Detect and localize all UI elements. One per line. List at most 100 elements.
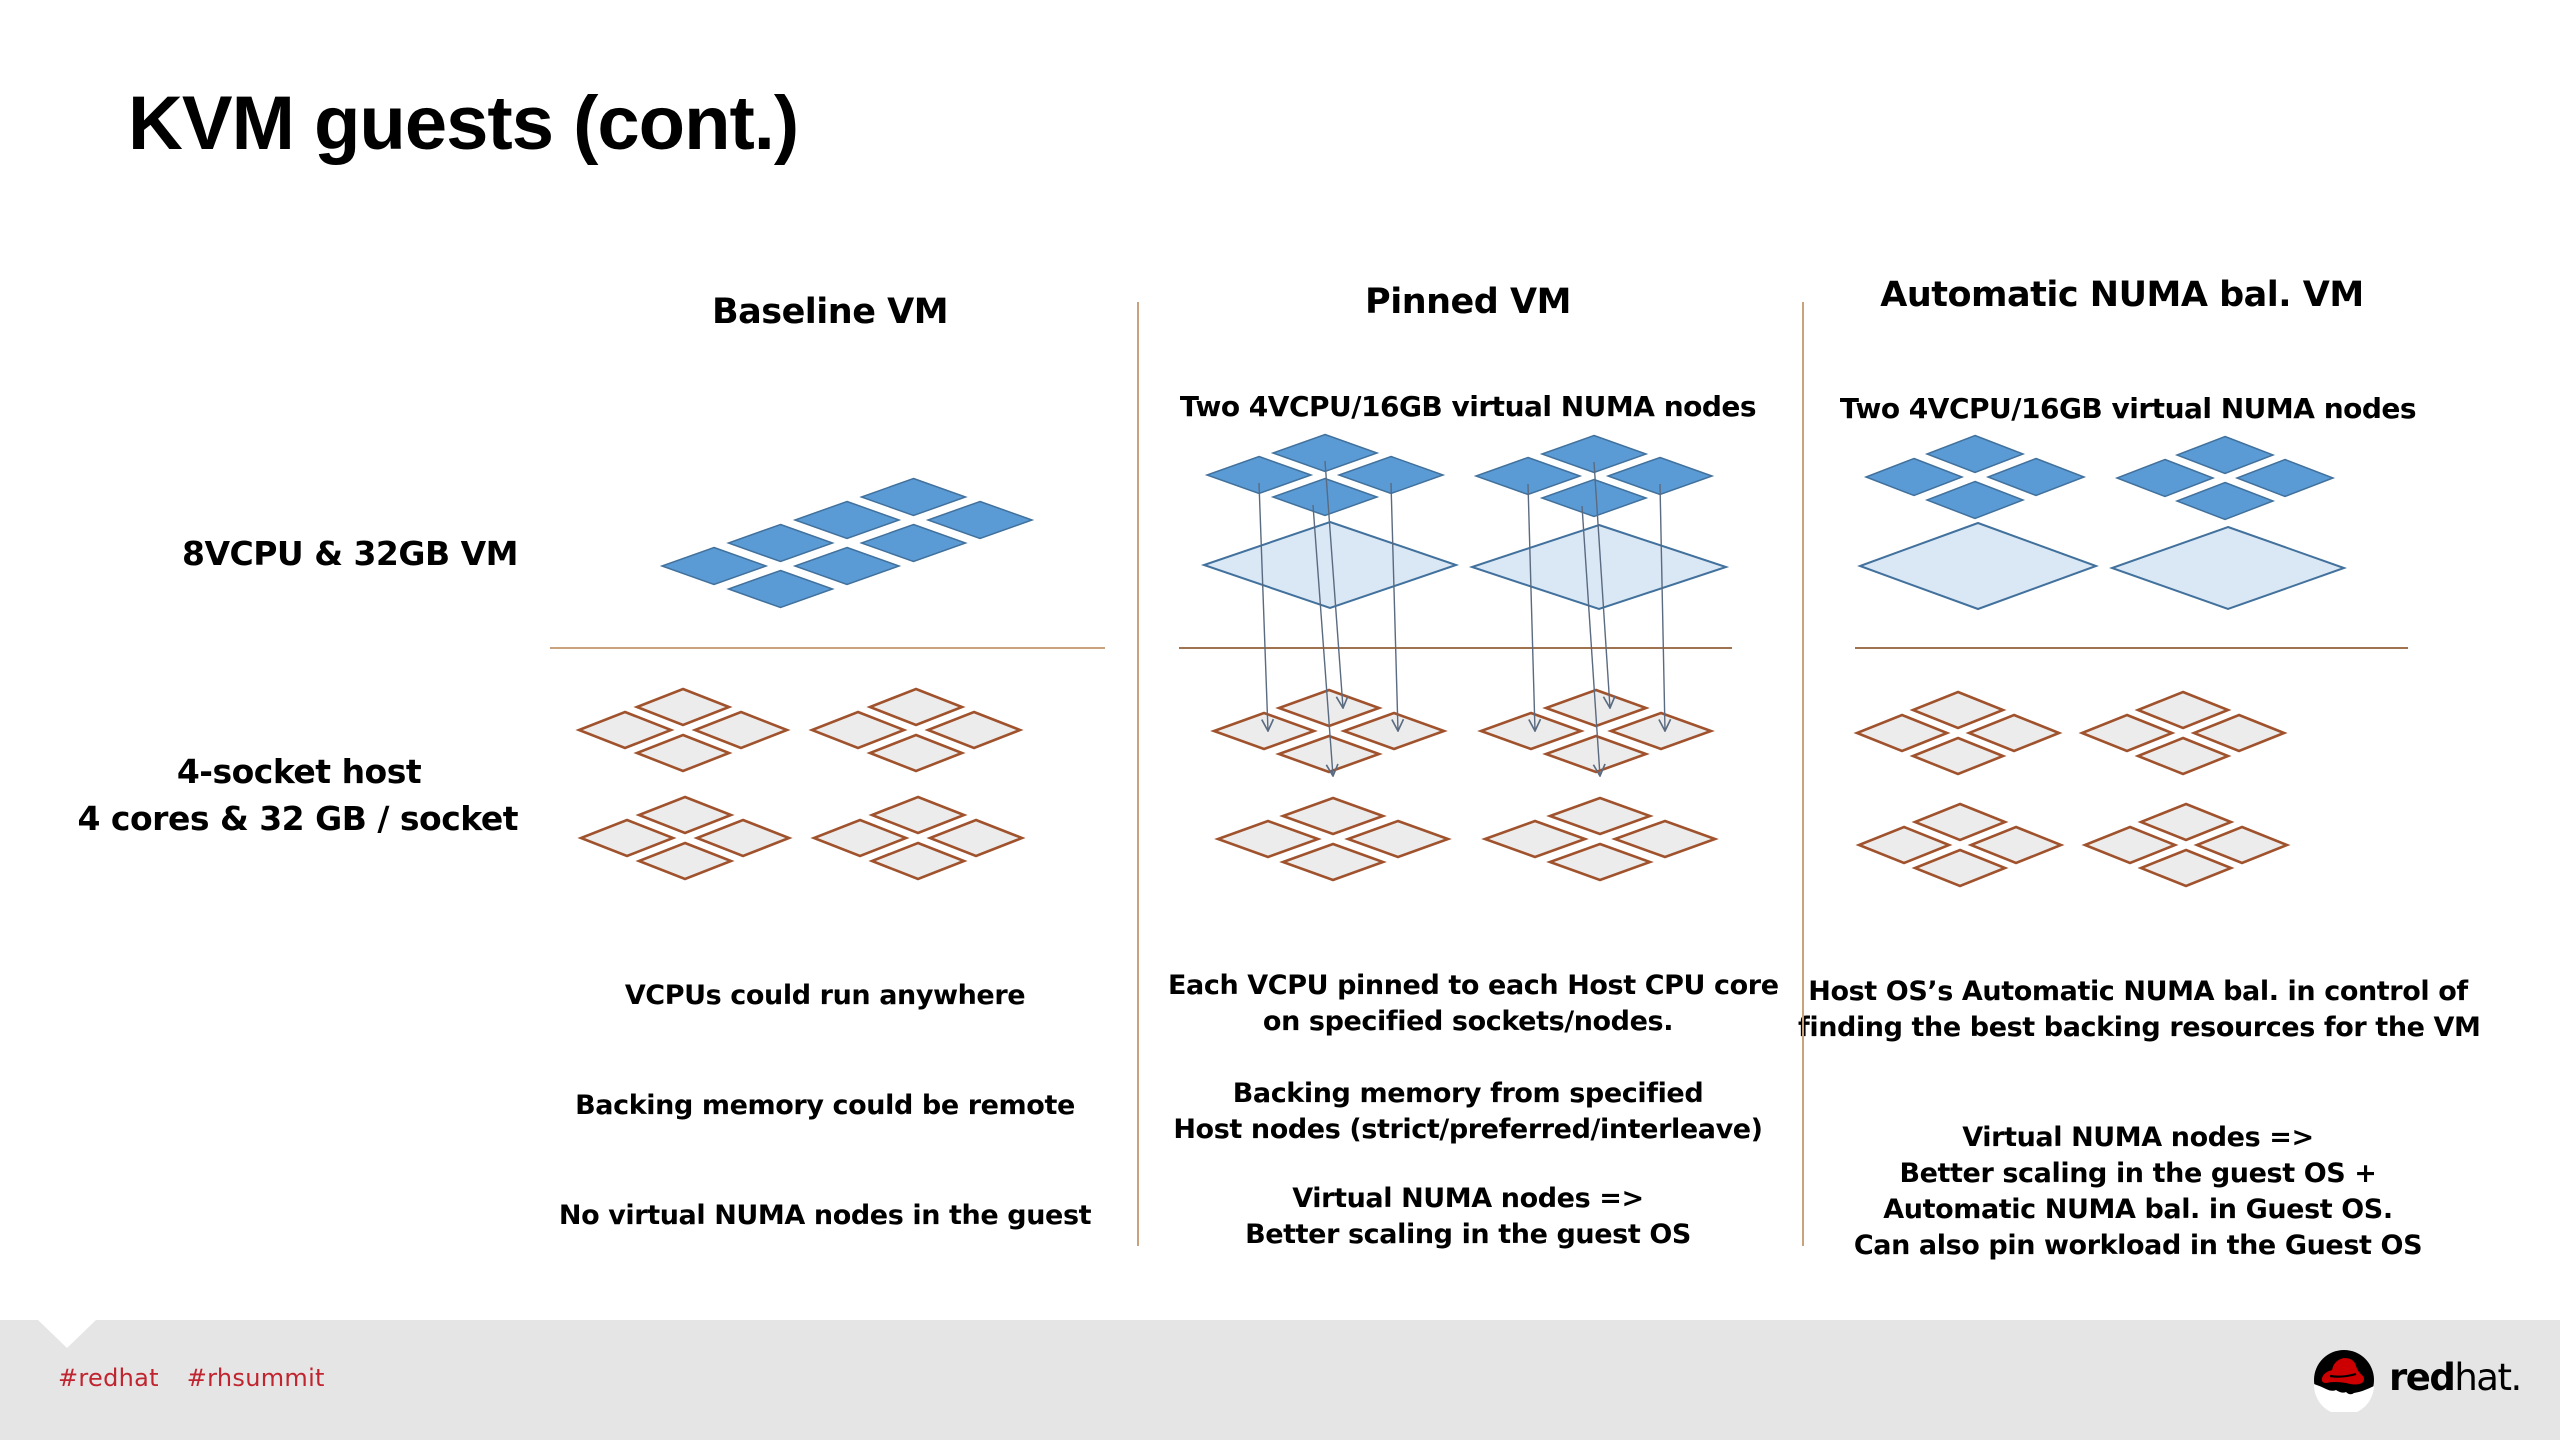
pinning-arrows bbox=[1258, 460, 1665, 776]
vcpu-tile bbox=[2234, 458, 2336, 498]
host-core-tile bbox=[1855, 825, 1953, 865]
vcpu-tile bbox=[2174, 435, 2276, 475]
host-core-tile bbox=[1279, 842, 1387, 882]
vcpu-tile bbox=[792, 546, 902, 586]
host-core-tile bbox=[1542, 734, 1650, 774]
numa-diagram bbox=[550, 302, 2408, 1246]
shadowman-icon bbox=[2313, 1350, 2374, 1412]
description-line: No virtual NUMA nodes in the guest bbox=[558, 1200, 1092, 1231]
description-line: Host nodes (strict/preferred/interleave) bbox=[1173, 1114, 1763, 1145]
host-core-tile bbox=[1279, 796, 1387, 836]
host-core-tile bbox=[1967, 825, 2065, 865]
description-line: finding the best backing resources for t… bbox=[1798, 1012, 2481, 1043]
description-baseline-vcpu: VCPUs could run anywhere bbox=[525, 978, 1125, 1014]
host-core-tile bbox=[1607, 711, 1715, 751]
vcpu-tile bbox=[726, 569, 835, 609]
host-core-tile bbox=[1546, 842, 1654, 882]
redhat-wordmark: redhat. bbox=[2389, 1356, 2522, 1399]
pin-arrow bbox=[1312, 504, 1333, 776]
host-core-tile bbox=[2081, 825, 2179, 865]
host-core-tile bbox=[1275, 734, 1383, 774]
host-core-tile bbox=[691, 710, 791, 750]
vcpu-tile bbox=[1270, 477, 1380, 517]
description-pinned-vcpu: Each VCPU pinned to each Host CPU core o… bbox=[1168, 968, 1779, 1040]
host-core-tile bbox=[1911, 848, 2009, 888]
row-label-host: 4-socket host 4 cores & 32 GB / socket bbox=[40, 748, 518, 842]
host-core-tile bbox=[2134, 690, 2232, 730]
description-line: Backing memory from specified bbox=[1232, 1078, 1704, 1109]
vcpu-tile bbox=[792, 500, 902, 540]
host-core-tile bbox=[1611, 819, 1719, 859]
pin-arrow bbox=[1324, 460, 1343, 708]
host-core-tile bbox=[2193, 825, 2291, 865]
footer-notch bbox=[38, 1320, 96, 1348]
row-label-host-line1: 4-socket host bbox=[176, 752, 422, 791]
wordmark-bold: red bbox=[2389, 1356, 2456, 1399]
vcpu-tile bbox=[2114, 458, 2216, 498]
description-pinned-numa: Virtual NUMA nodes => Better scaling in … bbox=[1168, 1181, 1768, 1253]
host-core-tile bbox=[1853, 713, 1951, 753]
diagram-shapes bbox=[575, 433, 2348, 888]
host-core-tile bbox=[926, 818, 1026, 858]
description-line: Backing memory could be remote bbox=[575, 1090, 1075, 1121]
host-core-tile bbox=[868, 841, 968, 881]
host-core-tile bbox=[635, 841, 735, 881]
footer-hashtags: #redhat #rhsummit bbox=[58, 1364, 325, 1392]
column-heading-auto: Automatic NUMA bal. VM bbox=[1880, 275, 2364, 315]
redhat-logo: redhat. bbox=[2312, 1348, 2522, 1412]
description-line: Virtual NUMA nodes => bbox=[1962, 1122, 2314, 1153]
wordmark-light: hat. bbox=[2454, 1356, 2522, 1399]
host-core-tile bbox=[1911, 802, 2009, 842]
host-core-tile bbox=[1477, 711, 1585, 751]
vcpu-tile bbox=[1863, 457, 1965, 497]
vcpu-tile bbox=[1985, 457, 2087, 497]
description-auto-numa: Virtual NUMA nodes => Better scaling in … bbox=[1798, 1120, 2478, 1264]
vcpu-tile bbox=[659, 546, 769, 586]
host-core-tile bbox=[2078, 713, 2176, 753]
host-core-tile bbox=[635, 795, 735, 835]
host-core-tile bbox=[1965, 713, 2063, 753]
host-core-tile bbox=[1210, 711, 1318, 751]
vcpu-tile bbox=[1539, 478, 1649, 518]
vcpu-tile bbox=[726, 523, 835, 563]
host-core-tile bbox=[868, 795, 968, 835]
row-label-vm: 8VCPU & 32GB VM bbox=[182, 534, 519, 573]
description-line: Virtual NUMA nodes => bbox=[1292, 1183, 1644, 1214]
description-line: Can also pin workload in the Guest OS bbox=[1853, 1230, 2423, 1261]
subheading-pinned: Two 4VCPU/16GB virtual NUMA nodes bbox=[1179, 390, 1757, 423]
vcpu-tile bbox=[859, 523, 968, 563]
host-core-tile bbox=[1214, 819, 1322, 859]
host-core-tile bbox=[633, 733, 733, 773]
vcpu-tile bbox=[1270, 433, 1380, 473]
host-core-tile bbox=[866, 733, 966, 773]
pin-arrow bbox=[1390, 482, 1398, 731]
vcpu-tile bbox=[859, 477, 968, 517]
host-core-tile bbox=[2190, 713, 2288, 753]
host-core-tile bbox=[2134, 736, 2232, 776]
host-core-tile bbox=[2137, 802, 2235, 842]
host-core-tile bbox=[1909, 736, 2007, 776]
column-heading-baseline: Baseline VM bbox=[711, 292, 949, 332]
pin-arrow bbox=[1593, 461, 1610, 708]
host-core-tile bbox=[1340, 711, 1448, 751]
description-line: Automatic NUMA bal. in Guest OS. bbox=[1883, 1194, 2393, 1225]
host-core-tile bbox=[633, 687, 733, 727]
description-line: Host OS’s Automatic NUMA bal. in control… bbox=[1808, 976, 2468, 1007]
description-line: Each VCPU pinned to each Host CPU core bbox=[1168, 970, 1779, 1001]
row-label-host-line2: 4 cores & 32 GB / socket bbox=[77, 799, 518, 838]
slide-title: KVM guests (cont.) bbox=[128, 81, 799, 166]
host-core-tile bbox=[575, 710, 675, 750]
description-baseline-numa: No virtual NUMA nodes in the guest bbox=[525, 1198, 1125, 1234]
footer-bar bbox=[0, 1320, 2560, 1440]
pin-arrow bbox=[1660, 483, 1665, 731]
virtual-memory-node bbox=[1857, 521, 2099, 611]
pin-arrow bbox=[1258, 482, 1268, 731]
dividers bbox=[550, 302, 2408, 1246]
description-pinned-memory: Backing memory from specified Host nodes… bbox=[1168, 1076, 1768, 1148]
description-line: VCPUs could run anywhere bbox=[624, 980, 1026, 1011]
host-core-tile bbox=[2137, 848, 2235, 888]
description-line: Better scaling in the guest OS + bbox=[1899, 1158, 2377, 1189]
vcpu-tile bbox=[1924, 434, 2026, 474]
description-auto-host: Host OS’s Automatic NUMA bal. in control… bbox=[1798, 974, 2481, 1046]
host-core-tile bbox=[810, 818, 910, 858]
